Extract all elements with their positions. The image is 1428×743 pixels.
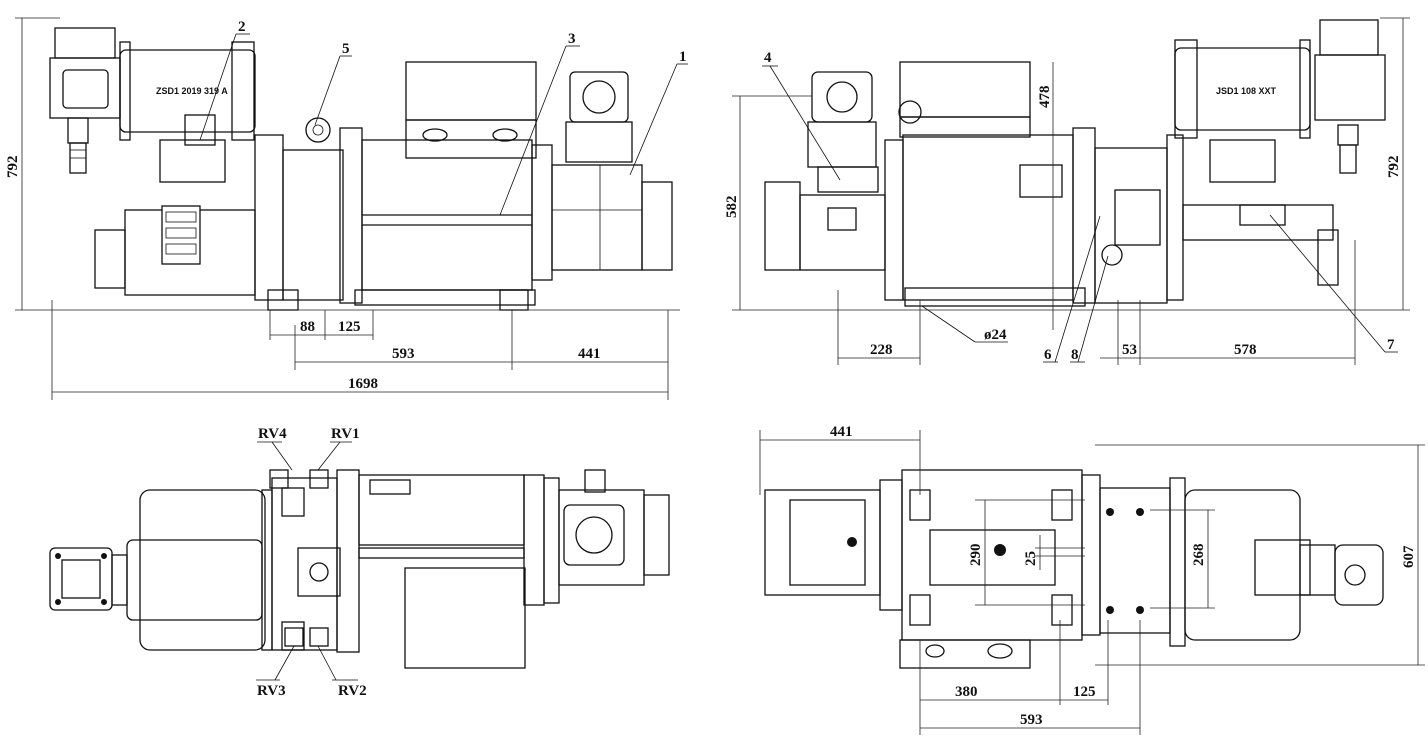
dim-125-left: 125 [338,319,361,335]
discharge-end-bottom [764,489,881,596]
motor-plate-left: ZSD1 2019 319 A [156,86,228,96]
label-rv3: RV3 [257,683,286,699]
valve-rv4 [269,469,289,489]
dim-125-bottom: 125 [1073,684,1096,700]
label-rv4: RV4 [258,426,287,442]
dim-441-left: 441 [578,346,601,362]
dim-607: 607 [1401,545,1417,568]
discharge-valve-right [807,71,879,193]
top-view: RV4 RV1 RV3 RV2 [49,426,670,699]
motor-body-right [884,61,1086,307]
valve-rv1 [309,469,329,489]
dim-380: 380 [955,684,978,700]
oil-separator-left [94,205,256,296]
dim-582: 582 [724,196,740,219]
dim-593-bottom: 593 [1020,712,1043,728]
label-rv1: RV1 [331,426,360,442]
dim-228: 228 [870,342,893,358]
callout-2: 2 [238,19,246,35]
callout-4: 4 [764,50,772,66]
dim-25: 25 [1023,551,1039,566]
dim-53: 53 [1122,342,1137,358]
compressor-block-left [254,127,673,311]
callout-7: 7 [1387,337,1395,353]
label-rv2: RV2 [338,683,367,699]
callout-6: 6 [1044,347,1052,363]
dim-593-left: 593 [392,346,415,362]
callout-5: 5 [342,41,350,57]
valve-rv3 [284,627,304,647]
side-view-right: JSD1 108 XXT 582 792 478 228 ø24 53 578 [724,17,1410,365]
callout-3: 3 [568,31,576,47]
dim-478: 478 [1037,86,1053,109]
dim-441-bottom: 441 [830,424,853,440]
motor-housing-left: ZSD1 2019 319 A [119,41,256,141]
oil-separator-right [764,181,801,271]
callout-8: 8 [1071,347,1079,363]
dim-290: 290 [968,544,984,567]
motor-housing-right: JSD1 108 XXT [1174,19,1386,174]
dim-88: 88 [300,319,315,335]
dim-hole-24: ø24 [984,327,1007,343]
callout-1: 1 [679,49,687,65]
dim-578: 578 [1234,342,1257,358]
dim-792-right: 792 [1386,156,1402,179]
bottom-view: 441 607 290 25 268 380 125 593 [759,424,1425,735]
top-box-left [405,61,537,121]
discharge-flange-left [565,71,633,163]
suction-valve-left [49,27,121,174]
dim-792-left: 792 [5,156,21,179]
dim-1698: 1698 [348,376,378,392]
valve-rv2 [309,627,329,647]
side-view-left: ZSD1 2019 319 A [5,17,688,400]
motor-plate-right: JSD1 108 XXT [1216,86,1277,96]
terminal-box-left [159,139,226,183]
dim-268: 268 [1191,544,1207,567]
